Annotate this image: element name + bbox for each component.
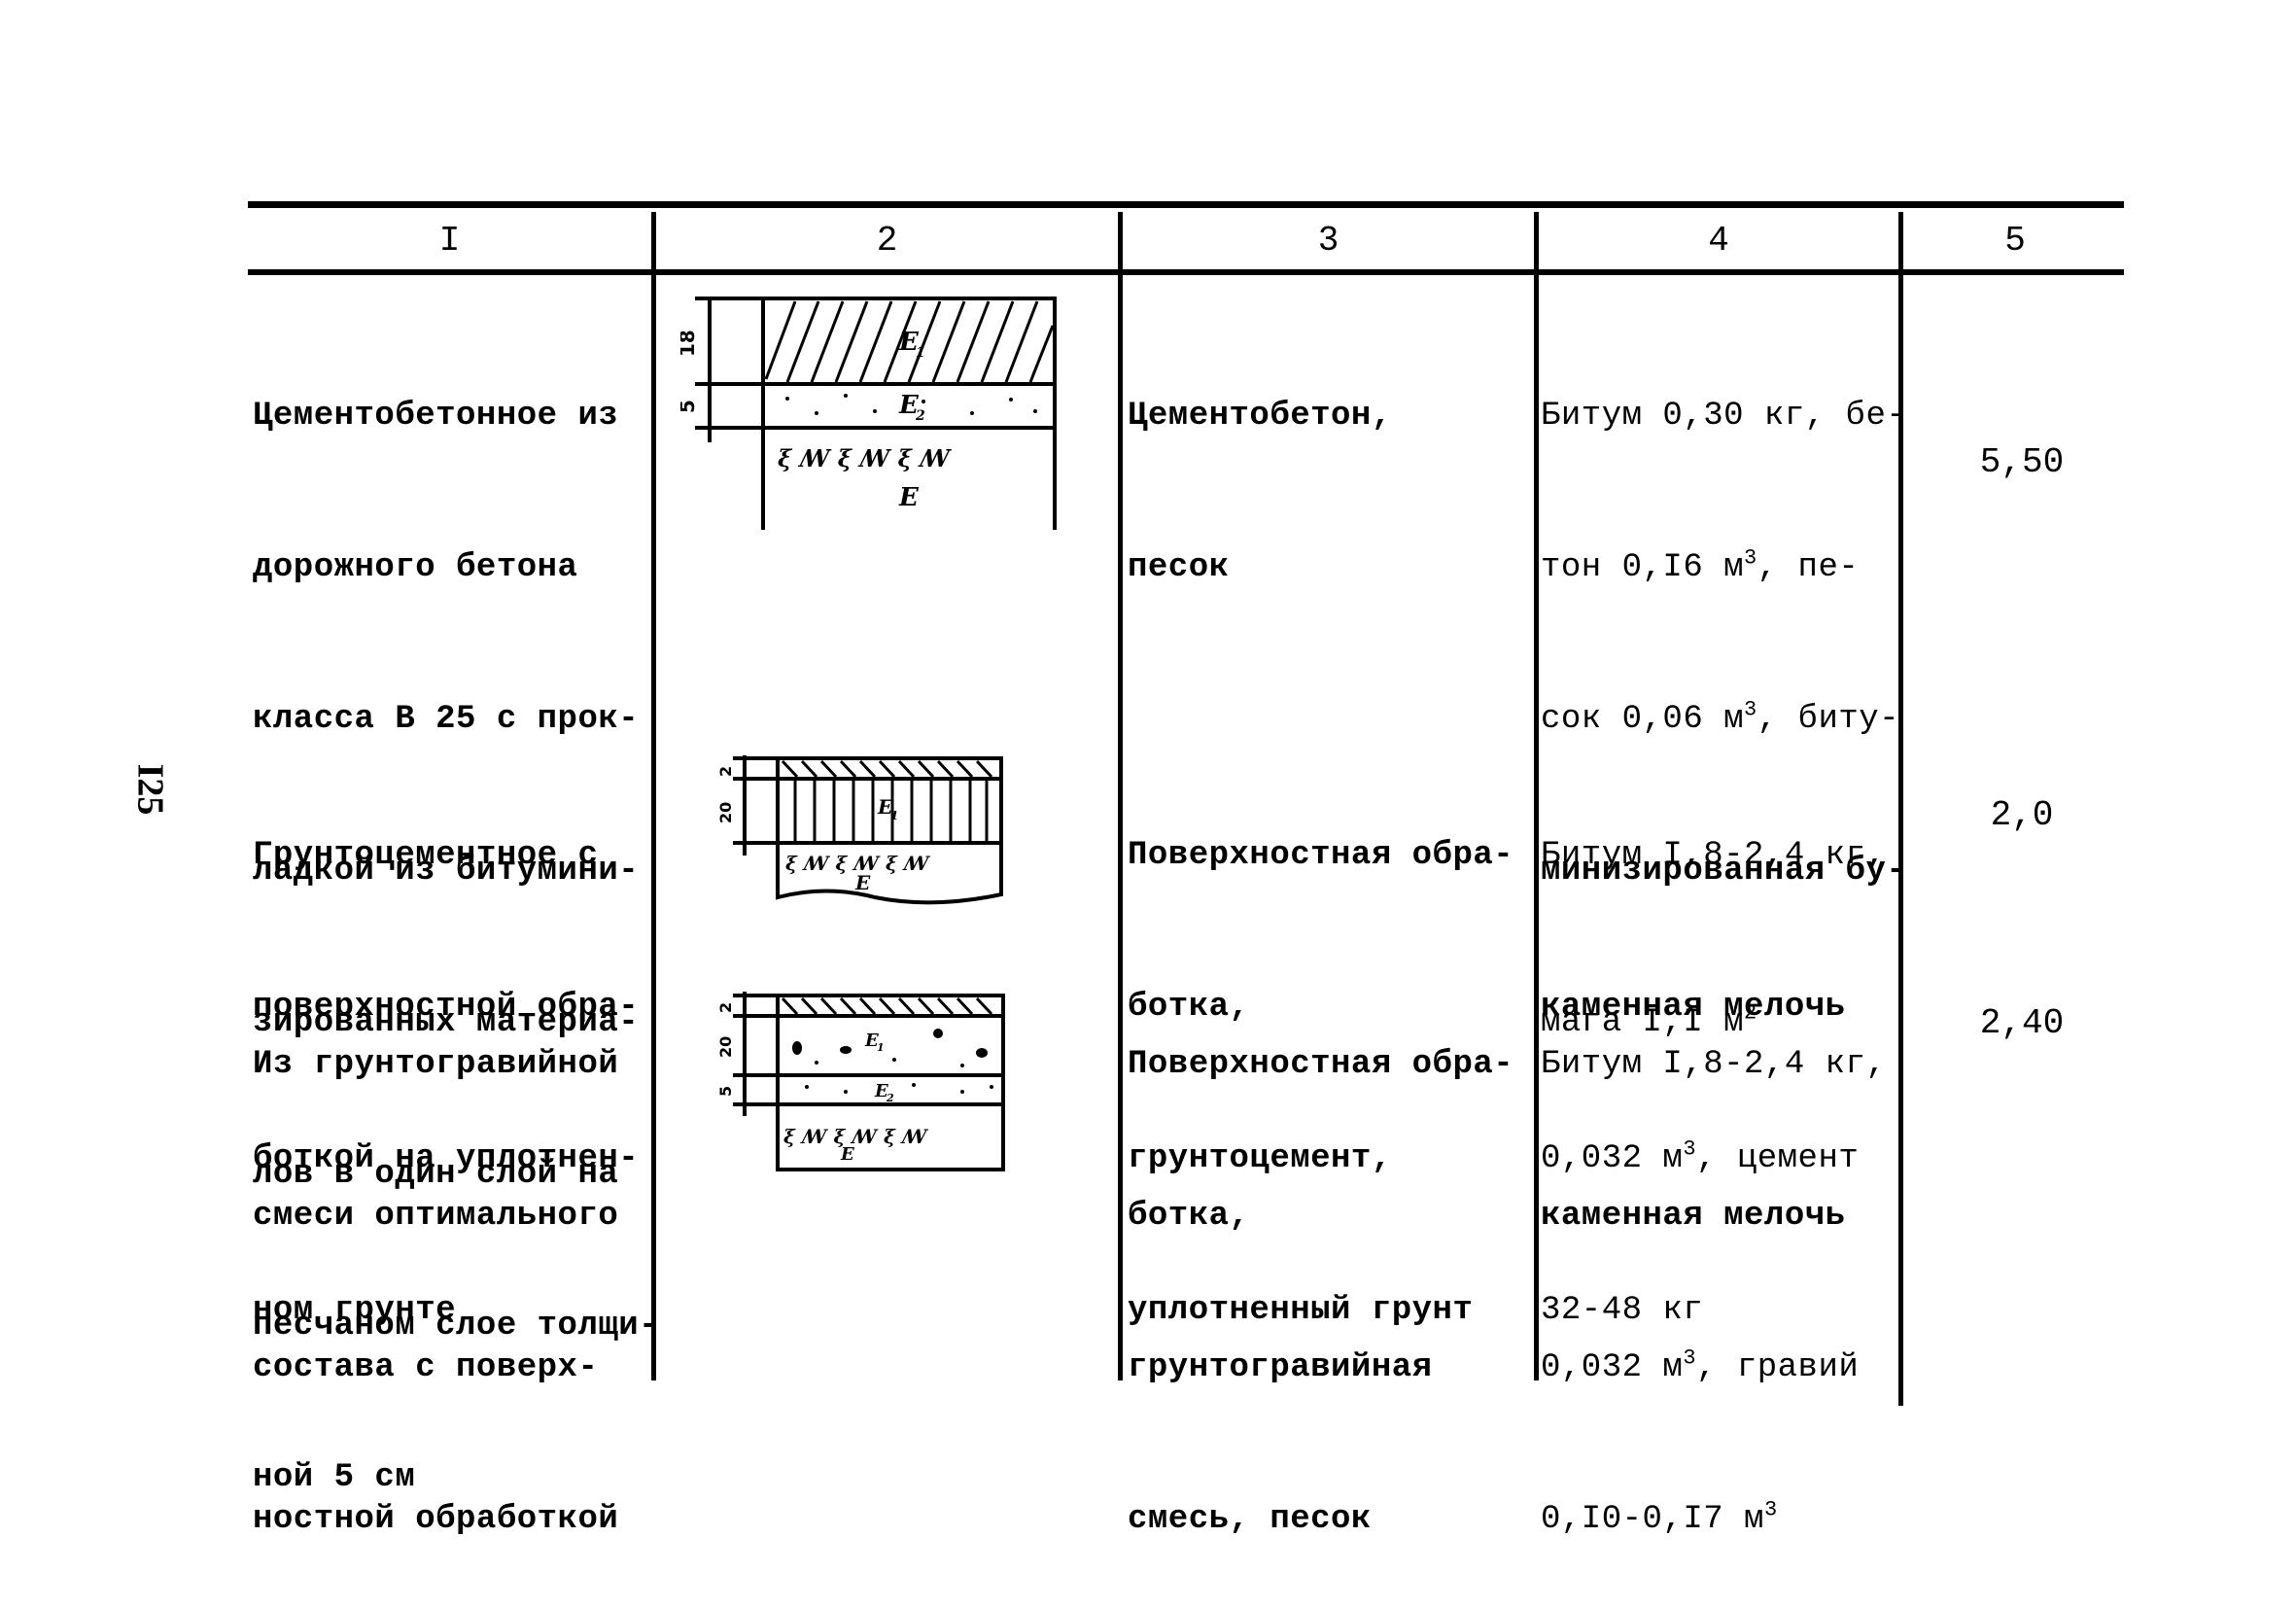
row2-consumption: Битум I,8-2,4 кг, каменная мелочь 0,032 … [1541, 729, 1886, 1386]
svg-text:ξ ꟿ ξ ꟿ ξ ꟿ: ξ ꟿ ξ ꟿ ξ ꟿ [783, 1125, 929, 1148]
text-line: поверхностной обра- [253, 989, 640, 1026]
header-col-3: 3 [1317, 221, 1339, 261]
svg-text:ξ ꟿ ξ ꟿ ξ ꟿ: ξ ꟿ ξ ꟿ ξ ꟿ [778, 444, 952, 472]
text-line: ботка, [1128, 989, 1250, 1026]
text-line: состава с поверх- [253, 1349, 599, 1386]
text-line: песчаном слое толщи- [253, 1308, 660, 1345]
row1-materials: Цементобетон, песок [1128, 290, 1392, 644]
svg-text:1: 1 [890, 809, 898, 822]
text-line: ной 5 см [253, 1459, 416, 1496]
pavement-diagram-3: E1 E2 E ξ ꟿ ξ ꟿ ξ ꟿ 2 20 5 [719, 992, 1005, 1171]
svg-text:E: E [898, 391, 920, 420]
row2-description: Грунтоцементное с поверхностной обра- бо… [253, 729, 639, 1386]
column-divider [1534, 212, 1539, 1380]
text-line: смеси оптимального [253, 1198, 619, 1235]
row1-consumption: Битум 0,30 кг, бе- тон 0,I6 м3, пе- сок … [1541, 290, 1906, 1099]
text-line: каменная мелочь [1541, 989, 1846, 1026]
text-line: Цементобетон, [1128, 398, 1392, 435]
page-number: I25 [129, 763, 171, 816]
text-line: Битум I,8-2,4 кг, [1541, 1046, 1887, 1083]
row2-materials: Поверхностная обра- ботка, грунтоцемент,… [1128, 729, 1513, 1386]
svg-text:20: 20 [719, 1036, 735, 1058]
svg-text:1: 1 [877, 1041, 885, 1054]
svg-text:2: 2 [886, 1092, 894, 1104]
column-divider [1118, 212, 1123, 1380]
row3-description: Из грунтогравийной смеси оптимального со… [253, 938, 618, 1595]
svg-text:E: E [840, 1144, 854, 1165]
text-line: Цементобетонное из [253, 398, 619, 435]
text-line: класса В 25 с прок- [253, 701, 640, 738]
text-line: ладкой из битумини- [253, 853, 640, 890]
text-line: ном грунте [253, 1292, 457, 1329]
text-line: сок 0,06 м3, биту- [1541, 697, 1900, 738]
text-line: песок [1128, 549, 1230, 586]
svg-text:2: 2 [719, 766, 735, 777]
table-top-rule [248, 201, 2124, 208]
svg-text:E: E [877, 795, 893, 819]
text-line: каменная мелочь [1541, 1198, 1846, 1235]
pavement-diagram-2: E1 E ξ ꟿ ξ ꟿ ξ ꟿ 2 20 [719, 755, 1003, 905]
svg-text:E: E [864, 1031, 879, 1051]
svg-text:1: 1 [916, 345, 925, 361]
column-divider [651, 212, 656, 1380]
svg-text:E: E [898, 483, 920, 512]
column-divider [1898, 212, 1903, 1406]
pavement-diagram-1: E1 E2 E ξ ꟿ ξ ꟿ ξ ꟿ 18 5 [680, 297, 1057, 530]
text-line: Грунтоцементное с [253, 837, 599, 874]
text-line: смесь, песок [1128, 1501, 1372, 1538]
text-line: Поверхностная обра- [1128, 1046, 1514, 1083]
text-line: 32-48 кг [1541, 1292, 1704, 1329]
svg-text:ξ ꟿ ξ ꟿ ξ ꟿ: ξ ꟿ ξ ꟿ ξ ꟿ [785, 852, 931, 875]
text-line: Битум 0,30 кг, бе- [1541, 398, 1907, 435]
text-line: Битум I,8-2,4 кг, [1541, 837, 1887, 874]
text-line: боткой на уплотнен- [253, 1140, 640, 1177]
text-line: зированных материа- [253, 1004, 640, 1041]
text-line: 0,032 м3, гравий [1541, 1345, 1860, 1386]
text-line: 0,032 м3, цемент [1541, 1136, 1860, 1177]
table-header-rule [248, 269, 2124, 275]
header-col-1: I [438, 221, 461, 261]
row3-consumption: Битум I,8-2,4 кг, каменная мелочь 0,032 … [1541, 938, 1886, 1595]
svg-text:E: E [898, 328, 920, 357]
row1-description: Цементобетонное из дорожного бетона клас… [253, 290, 659, 1554]
text-line: ботка, [1128, 1198, 1250, 1235]
text-line: уплотненный грунт [1128, 1292, 1474, 1329]
text-line: Поверхностная обра- [1128, 837, 1514, 874]
svg-text:E: E [854, 871, 871, 894]
text-line: 0,I0-0,I7 м3 [1541, 1497, 1778, 1538]
header-col-4: 4 [1708, 221, 1729, 261]
text-line: лов в один слой на [253, 1156, 619, 1193]
svg-text:18: 18 [680, 330, 699, 357]
header-col-5: 5 [2004, 221, 2026, 261]
row3-cost: 2,40 [1979, 1003, 2065, 1043]
svg-text:2: 2 [915, 408, 925, 424]
text-line: Из грунтогравийной [253, 1046, 619, 1083]
text-line: дорожного бетона [253, 549, 578, 586]
text-line: минизированная бу- [1541, 853, 1907, 890]
text-line: ностной обработкой [253, 1501, 619, 1538]
row3-materials: Поверхностная обра- ботка, грунтогравийн… [1128, 938, 1513, 1595]
text-line: тон 0,I6 м3, пе- [1541, 545, 1860, 586]
svg-text:2: 2 [719, 1002, 735, 1013]
text-line: грунтогравийная [1128, 1349, 1433, 1386]
svg-text:5: 5 [719, 1086, 735, 1097]
row1-cost: 5,50 [1979, 442, 2065, 482]
svg-text:E: E [874, 1081, 888, 1101]
svg-text:20: 20 [719, 802, 735, 823]
text-line: грунтоцемент, [1128, 1140, 1392, 1177]
header-col-2: 2 [876, 221, 898, 261]
text-line: мага I,I м2 [1541, 1000, 1757, 1041]
svg-text:5: 5 [680, 400, 699, 413]
row2-cost: 2,0 [1990, 795, 2054, 835]
